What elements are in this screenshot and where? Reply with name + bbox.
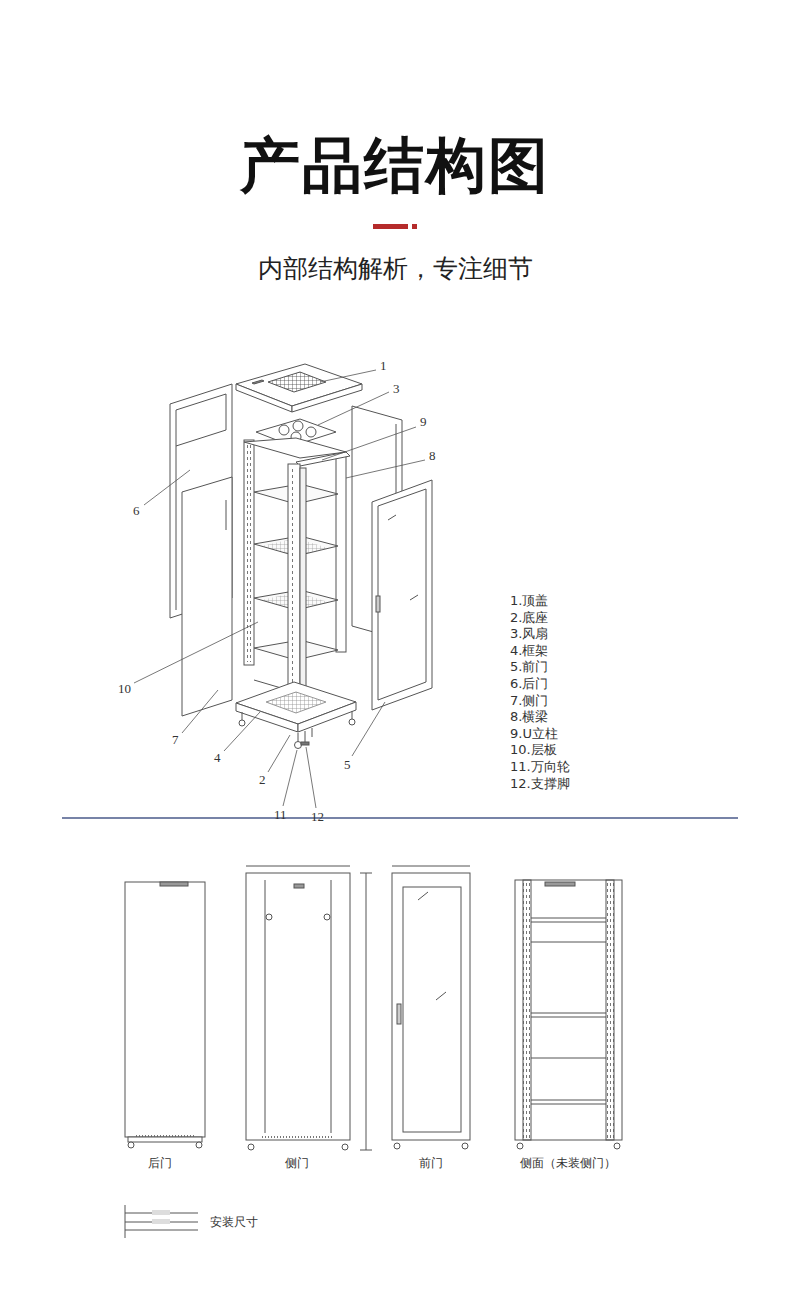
leader-lines <box>134 370 425 808</box>
callout-number: 2 <box>259 772 266 788</box>
page-title: 产品结构图 <box>240 126 550 207</box>
part-list-item: 9.U立柱 <box>510 725 558 743</box>
part-list-item: 2.底座 <box>510 609 548 627</box>
view-label: 后门 <box>148 1155 172 1172</box>
part-list-item: 11.万向轮 <box>510 758 570 776</box>
part-list-item: 3.风扇 <box>510 625 548 643</box>
callout-number: 12 <box>311 809 324 825</box>
callout-number: 5 <box>344 757 351 773</box>
callout-number: 7 <box>172 732 179 748</box>
callout-number: 8 <box>429 448 436 464</box>
callout-number: 11 <box>274 807 287 823</box>
exploded-view <box>170 364 432 749</box>
orthographic-views <box>125 866 622 1238</box>
part-list-item: 12.支撑脚 <box>510 775 570 793</box>
accent-bar <box>373 224 408 229</box>
part-list-item: 7.侧门 <box>510 692 548 710</box>
part-list-item: 5.前门 <box>510 658 548 676</box>
part-list-item: 8.横梁 <box>510 708 548 726</box>
divider <box>62 817 738 819</box>
part-list-item: 6.后门 <box>510 675 548 693</box>
callout-number: 1 <box>380 358 387 374</box>
accent-dot <box>412 224 417 229</box>
part-list-item: 4.框架 <box>510 642 548 660</box>
callout-number: 10 <box>118 681 131 697</box>
callout-number: 3 <box>393 381 400 397</box>
view-label: 前门 <box>419 1155 443 1172</box>
page-subtitle: 内部结构解析，专注细节 <box>258 252 533 285</box>
callout-number: 6 <box>133 503 140 519</box>
part-list-item: 1.顶盖 <box>510 592 548 610</box>
part-list-item: 10.层板 <box>510 741 557 759</box>
callout-number: 4 <box>214 750 221 766</box>
view-label: 侧面（未装侧门） <box>520 1155 616 1172</box>
view-label: 安装尺寸 <box>210 1214 258 1231</box>
callout-number: 9 <box>420 414 427 430</box>
view-label: 侧门 <box>285 1155 309 1172</box>
